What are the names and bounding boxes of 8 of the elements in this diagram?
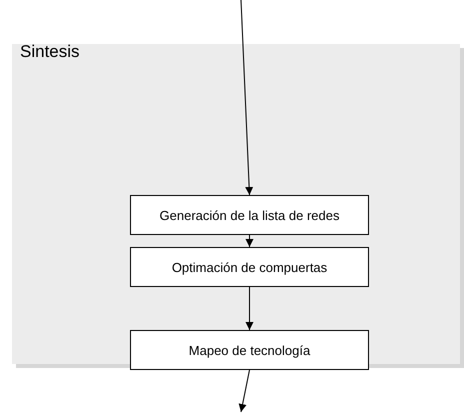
arrow [246,234,254,248]
process-box: Generación de la lista de redes [130,195,369,235]
arrow [240,0,254,196]
process-box: Mapeo de tecnología [130,330,369,370]
arrow [246,286,254,330]
process-box: Optimación de compuertas [130,247,369,287]
group-title: Sintesis [20,42,80,62]
arrow [238,370,250,412]
